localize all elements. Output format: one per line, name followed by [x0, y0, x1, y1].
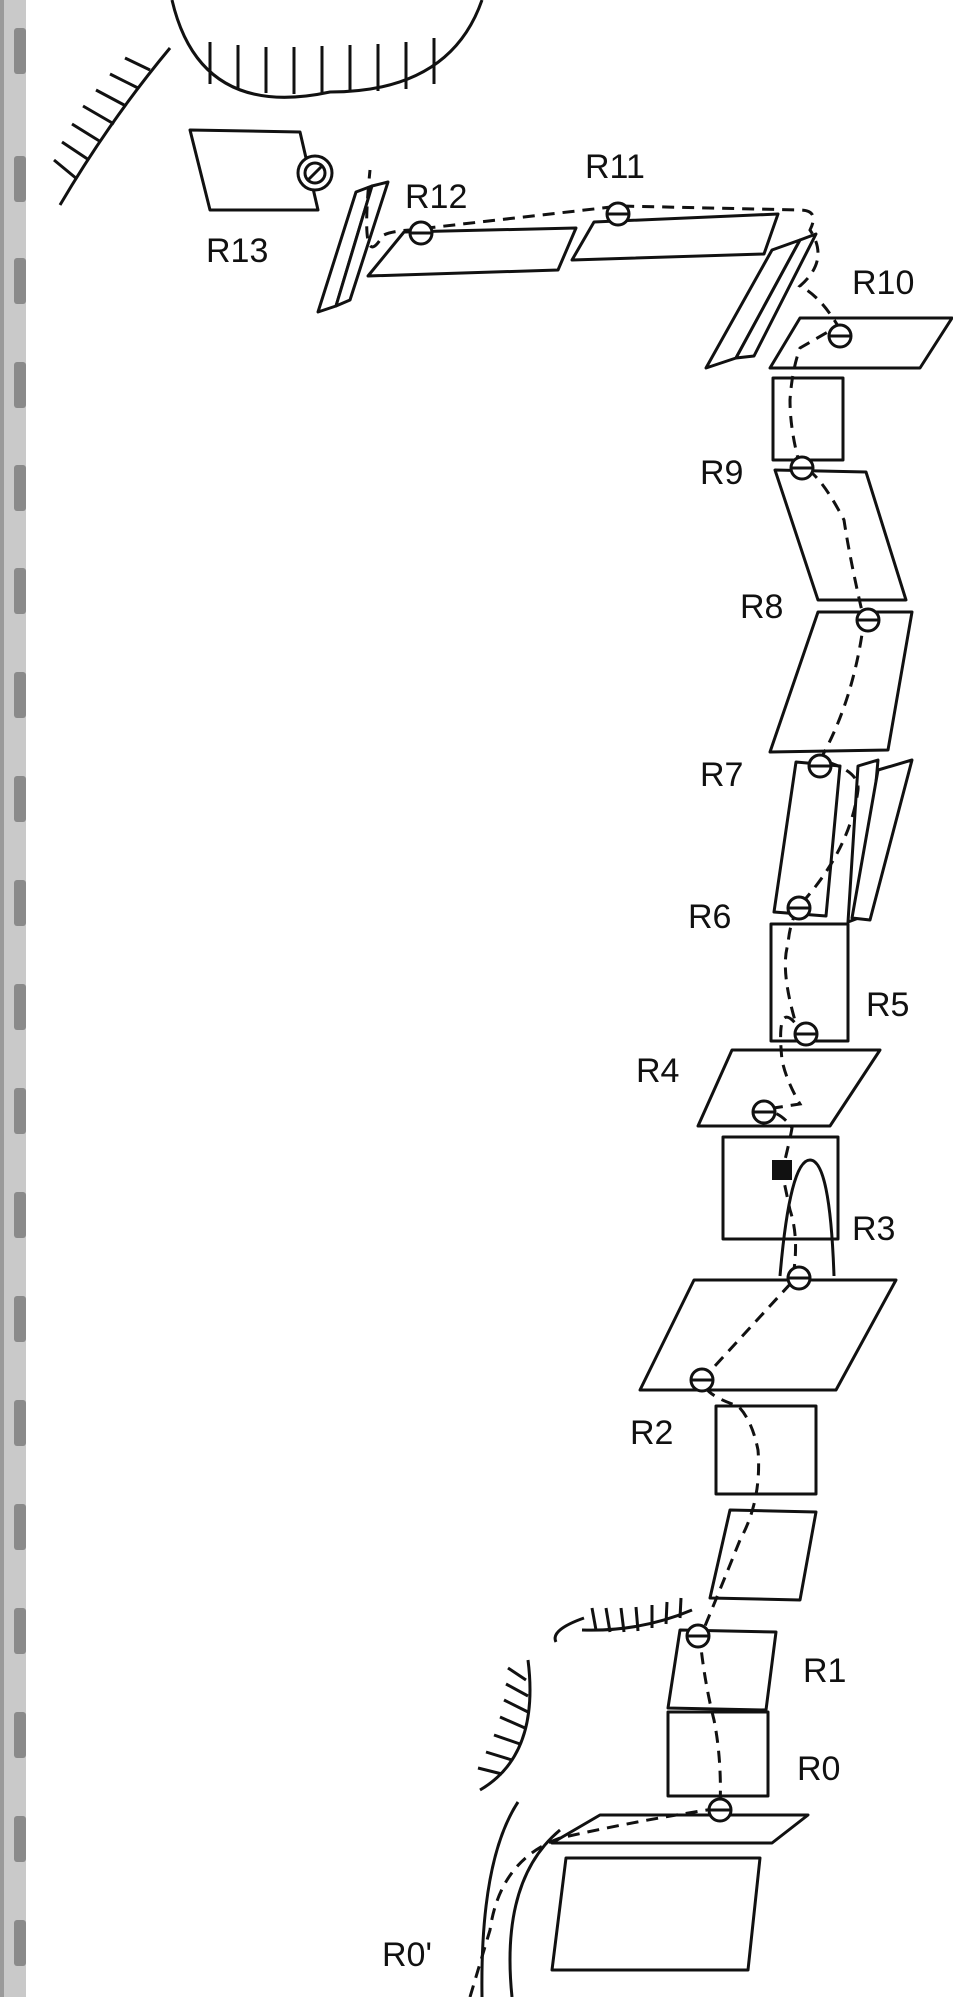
plate-r0-prime-top	[550, 1813, 810, 1845]
joint-r7	[807, 753, 833, 779]
label-r3: R3	[852, 1210, 895, 1248]
joint-r3	[786, 1265, 812, 1291]
joint-r12	[408, 220, 434, 246]
label-r12: R12	[405, 178, 467, 216]
plate-r12-wedge-b	[334, 180, 390, 308]
joint-r1	[685, 1623, 711, 1649]
plate-r2	[638, 1278, 898, 1392]
ground-hatch-lower-left	[477, 1659, 532, 1792]
plate-r1	[666, 1628, 778, 1712]
joint-r10	[827, 323, 853, 349]
plate-r8	[773, 468, 908, 602]
joint-r0	[707, 1797, 733, 1823]
ground-hatch-lower	[553, 1597, 693, 1643]
label-r6: R6	[688, 898, 731, 936]
label-r8: R8	[740, 588, 783, 626]
plate-r10-wedge-b	[734, 232, 818, 360]
plate-r4	[696, 1048, 882, 1128]
joint-r13	[296, 154, 334, 192]
plate-r3	[721, 1135, 840, 1241]
label-r0: R0	[797, 1750, 840, 1788]
plate-r5	[769, 922, 850, 1043]
plate-r10	[768, 316, 953, 370]
plate-r0-prime-box	[550, 1856, 762, 1972]
joint-r3-fixed	[772, 1160, 792, 1180]
joint-r11	[605, 201, 631, 227]
plate-r6	[772, 760, 842, 918]
film-strip-edge	[0, 0, 26, 1997]
label-r4: R4	[636, 1052, 679, 1090]
joint-r8	[855, 607, 881, 633]
plate-r11	[570, 212, 780, 262]
joint-r2	[689, 1367, 715, 1393]
mechanism-plates	[188, 128, 953, 1972]
plate-r6-side-b	[850, 758, 914, 922]
plate-r7	[768, 610, 914, 754]
plate-r1-upper	[708, 1508, 818, 1602]
base-curves	[480, 1801, 561, 1998]
plate-r12	[366, 226, 578, 278]
joint-r5	[793, 1021, 819, 1047]
plate-r2-block	[714, 1404, 818, 1496]
ground-hatch-top-left	[53, 47, 172, 206]
label-r5: R5	[866, 986, 909, 1024]
joint-r6	[786, 895, 812, 921]
label-r2: R2	[630, 1414, 673, 1452]
ground-hatch-top	[170, 0, 484, 99]
label-r7: R7	[700, 756, 743, 794]
label-r10: R10	[852, 264, 914, 302]
label-r9: R9	[700, 454, 743, 492]
label-r11: R11	[585, 148, 645, 186]
label-r13: R13	[206, 232, 268, 270]
r3-arch	[778, 1158, 836, 1277]
joint-markers	[296, 154, 881, 1823]
plate-r13	[188, 128, 320, 212]
plate-r9	[771, 376, 845, 462]
label-r1: R1	[803, 1652, 846, 1690]
label-r0-prime: R0'	[382, 1936, 432, 1974]
joint-r4	[751, 1099, 777, 1125]
joint-r9	[789, 455, 815, 481]
